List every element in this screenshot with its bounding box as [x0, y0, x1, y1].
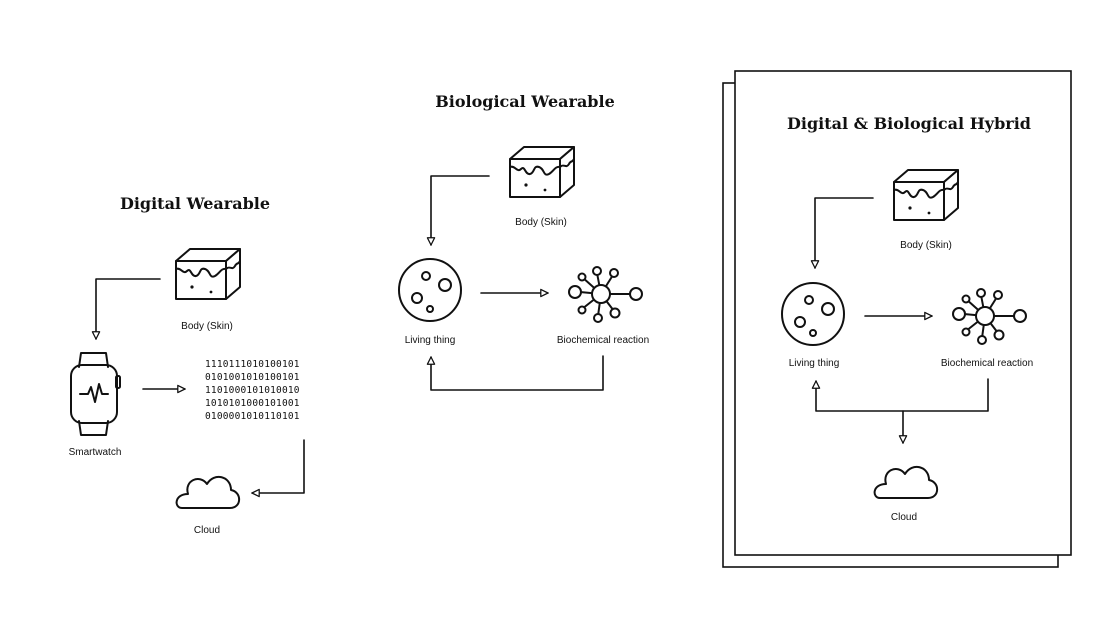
cloud-label: Cloud	[891, 512, 917, 523]
binary-data-block: 1110111010100101 0101001010100101 110100…	[205, 359, 300, 422]
biochemical-reaction-label: Biochemical reaction	[941, 358, 1033, 369]
living-thing-icon	[398, 258, 462, 322]
smartwatch-icon	[70, 352, 121, 436]
hybrid-title: Digital & Biological Hybrid	[787, 114, 1031, 133]
biological-wearable-title: Biological Wearable	[435, 92, 615, 111]
living-thing-label: Living thing	[405, 335, 456, 346]
skin-cube-icon	[509, 146, 575, 198]
arrow-reaction-to-living-thing	[426, 355, 604, 391]
biochemical-reaction-icon	[568, 266, 643, 323]
binary-line: 0100001010110101	[205, 411, 300, 422]
biochemical-reaction-label: Biochemical reaction	[557, 335, 649, 346]
body-skin-label: Body (Skin)	[900, 240, 952, 251]
hybrid-panel: Digital & Biological Hybrid Body (Skin) …	[722, 70, 1072, 568]
body-skin-label: Body (Skin)	[515, 217, 567, 228]
living-thing-label: Living thing	[789, 358, 840, 369]
digital-wearable-panel: Digital Wearable Body (Skin) Smartwatch …	[69, 194, 305, 536]
smartwatch-label: Smartwatch	[69, 447, 122, 458]
body-skin-label: Body (Skin)	[181, 321, 233, 332]
arrow-data-to-cloud	[251, 439, 305, 498]
biological-wearable-panel: Biological Wearable Body (Skin) Living t…	[398, 92, 649, 391]
cloud-icon	[175, 475, 241, 509]
skin-cube-icon	[893, 169, 959, 221]
cloud-label: Cloud	[194, 525, 220, 536]
binary-line: 1110111010100101	[205, 359, 300, 370]
binary-line: 0101001010100101	[205, 372, 300, 383]
arrow-body-to-living-thing	[426, 175, 490, 246]
skin-cube-icon	[175, 248, 241, 300]
arrow-body-to-living-thing	[810, 197, 874, 269]
digital-wearable-title: Digital Wearable	[120, 194, 270, 213]
binary-line: 1101000101010010	[205, 385, 300, 396]
arrow-body-to-smartwatch	[91, 278, 161, 340]
binary-line: 1010101000101001	[205, 398, 300, 409]
arrow-reaction-to-living-thing	[811, 378, 989, 412]
